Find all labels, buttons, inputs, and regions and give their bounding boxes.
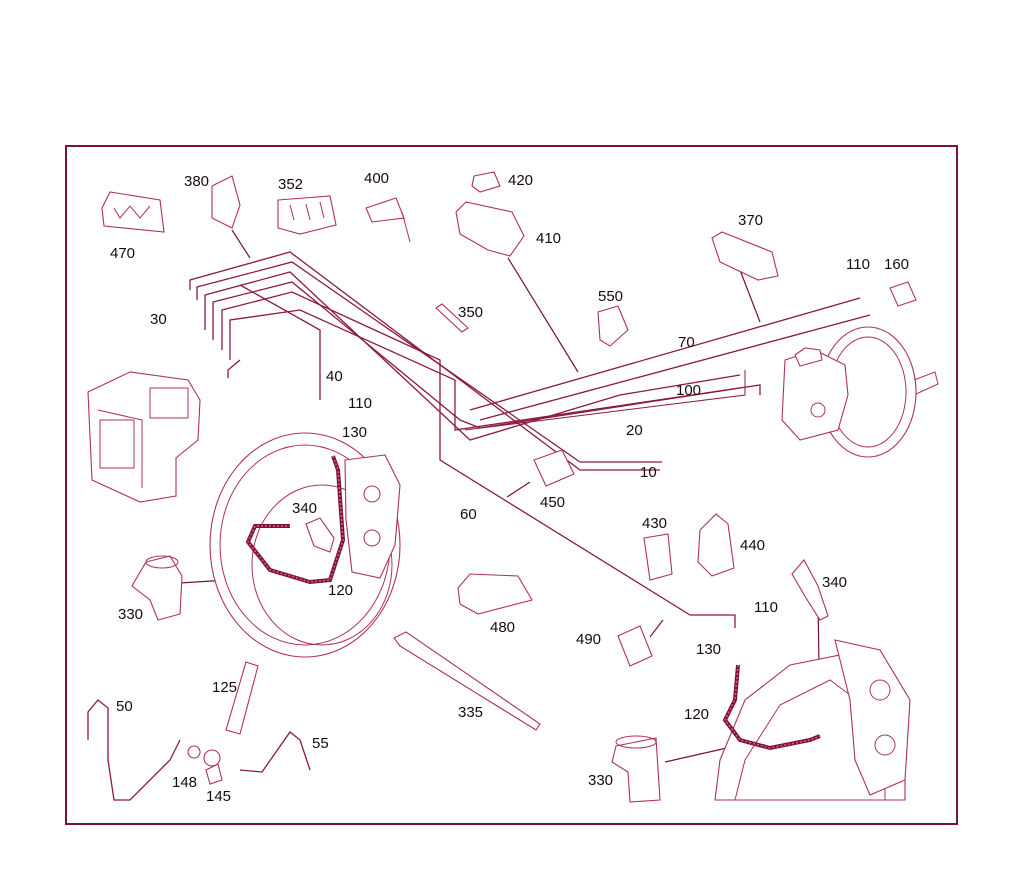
part-labels: 470 380 352 400 420 410 370 110 160 550 … <box>110 170 909 805</box>
clip-352 <box>277 195 337 235</box>
label-380: 380 <box>184 173 209 190</box>
label-50: 50 <box>116 698 133 715</box>
label-340a: 340 <box>292 500 317 517</box>
label-30: 30 <box>150 311 167 328</box>
clip-370 <box>711 231 779 281</box>
sleeve-160 <box>889 281 917 307</box>
label-370: 370 <box>738 212 763 229</box>
label-400: 400 <box>364 170 389 187</box>
cover-440 <box>697 513 735 577</box>
label-148: 148 <box>172 774 197 791</box>
sleeve-350 <box>435 303 469 333</box>
label-350: 350 <box>458 304 483 321</box>
brake-hose-rear <box>722 664 821 751</box>
label-20: 20 <box>626 422 643 439</box>
label-490: 490 <box>576 631 601 648</box>
label-10: 10 <box>640 464 657 481</box>
label-480: 480 <box>490 619 515 636</box>
pipe-55 <box>239 731 311 773</box>
label-430: 430 <box>642 515 667 532</box>
clip-430 <box>643 533 673 581</box>
clip-480 <box>457 573 533 615</box>
master-cylinder-booster <box>781 326 939 458</box>
label-110c: 110 <box>754 599 778 616</box>
label-60: 60 <box>460 506 477 523</box>
label-550: 550 <box>598 288 623 305</box>
sensor-330-front <box>131 555 183 621</box>
rear-brake-disc <box>714 639 911 801</box>
label-130b: 130 <box>696 641 721 658</box>
label-110b: 110 <box>348 395 372 412</box>
holder-400 <box>365 197 405 223</box>
sensor-330-rear <box>611 735 661 803</box>
bracket-340-front <box>305 517 335 553</box>
nut-420 <box>471 171 501 193</box>
connector-145 <box>203 749 223 785</box>
label-125: 125 <box>212 679 237 696</box>
bracket-380 <box>211 175 241 229</box>
clip-470 <box>101 191 165 233</box>
fitting-148 <box>187 745 201 759</box>
clip-490 <box>617 625 653 667</box>
label-110a: 110 <box>846 256 870 273</box>
label-120a: 120 <box>328 582 353 599</box>
label-70: 70 <box>678 334 695 351</box>
clip-450 <box>533 449 575 487</box>
label-130a: 130 <box>342 424 367 441</box>
label-352: 352 <box>278 176 303 193</box>
abs-unit <box>87 371 201 503</box>
label-410: 410 <box>536 230 561 247</box>
label-330b: 330 <box>588 772 613 789</box>
cable-tie-335 <box>393 631 541 731</box>
front-brake-disc <box>209 432 401 658</box>
label-330a: 330 <box>118 606 143 623</box>
brake-hose-front-left-weave <box>247 455 344 583</box>
label-100: 100 <box>676 382 701 399</box>
label-420: 420 <box>508 172 533 189</box>
pipe-50 <box>87 699 181 801</box>
label-440: 440 <box>740 537 765 554</box>
label-145: 145 <box>206 788 231 805</box>
holder-400-bolt <box>401 211 411 243</box>
label-160: 160 <box>884 256 909 273</box>
hose-125 <box>225 661 259 735</box>
label-55: 55 <box>312 735 329 752</box>
bracket-340-rear <box>791 559 829 621</box>
label-40: 40 <box>326 368 343 385</box>
diagram-frame <box>65 145 958 825</box>
label-335: 335 <box>458 704 483 721</box>
label-450: 450 <box>540 494 565 511</box>
clip-550 <box>597 305 629 347</box>
label-470: 470 <box>110 245 135 262</box>
label-340b: 340 <box>822 574 847 591</box>
label-120b: 120 <box>684 706 709 723</box>
clip-410 <box>455 201 525 257</box>
brake-pipe-bundle <box>189 251 871 628</box>
